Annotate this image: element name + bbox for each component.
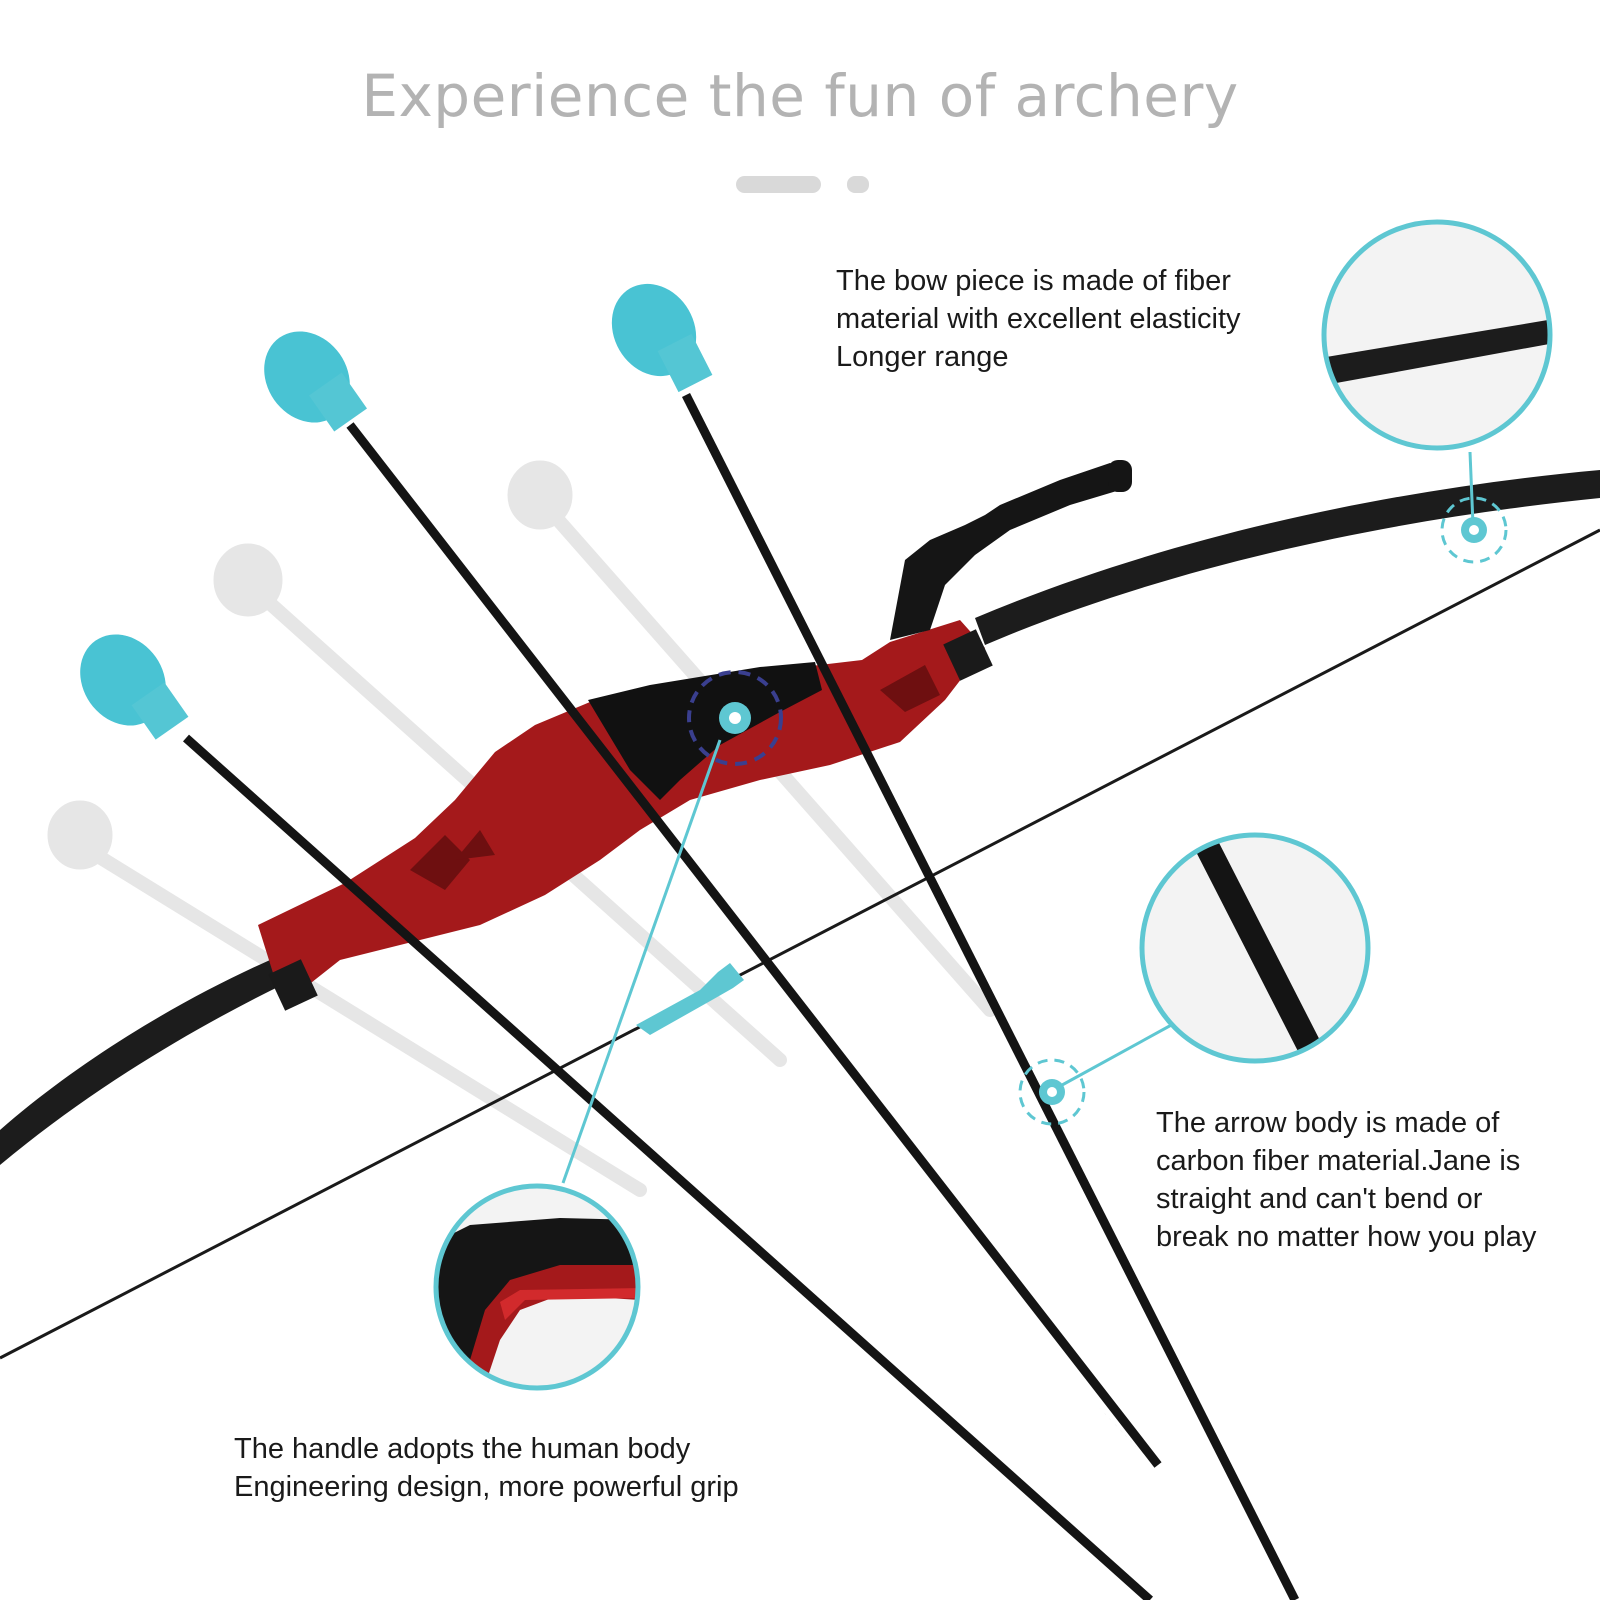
- bow-limb-lower: [0, 960, 282, 1165]
- pager-indicator[interactable]: [847, 176, 869, 193]
- arrow-middle: [264, 331, 1162, 1470]
- sight-bracket: [890, 460, 1132, 640]
- callout-connectors: [561, 451, 1475, 1184]
- callout-handle: The handle adopts the human body Enginee…: [234, 1430, 739, 1506]
- arrow-right: [611, 283, 1300, 1600]
- bow-riser: [258, 620, 985, 1005]
- target-marker-icon: [1018, 1058, 1086, 1126]
- bow-grip: [588, 662, 822, 800]
- riser-truss: [410, 665, 940, 890]
- nock-point: [636, 963, 744, 1035]
- pager-indicator-active[interactable]: [736, 176, 821, 193]
- target-marker-icon: [1440, 496, 1508, 564]
- target-marker-icon: [687, 670, 783, 766]
- callout-line: break no matter how you play: [1156, 1221, 1537, 1253]
- page-title: Experience the fun of archery: [361, 62, 1239, 130]
- magnifier-bow-limb: [1321, 219, 1553, 451]
- limb-pocket-lower: [268, 959, 318, 1011]
- callout-line: The arrow body is made of: [1156, 1107, 1500, 1139]
- callout-arrow-body: The arrow body is made of carbon fiber m…: [1156, 1104, 1536, 1256]
- callout-bow-piece: The bow piece is made of fiber material …: [836, 262, 1241, 376]
- magnifier-arrow-body: [1139, 832, 1371, 1064]
- callout-line: The handle adopts the human body: [234, 1433, 691, 1465]
- arrow-left: [80, 634, 1153, 1600]
- magnifier-handle: [433, 1183, 641, 1391]
- bow-limb-upper: [975, 470, 1600, 645]
- callout-line: material with excellent elasticity: [836, 303, 1241, 335]
- callout-line: Engineering design, more powerful grip: [234, 1471, 739, 1503]
- callout-line: straight and can't bend or: [1156, 1183, 1483, 1215]
- callout-line: carbon fiber material.Jane is: [1156, 1145, 1521, 1177]
- bowstring: [0, 528, 1600, 1360]
- limb-pocket-upper: [943, 629, 993, 681]
- callout-line: The bow piece is made of fiber: [836, 265, 1231, 297]
- callout-line: Longer range: [836, 341, 1009, 373]
